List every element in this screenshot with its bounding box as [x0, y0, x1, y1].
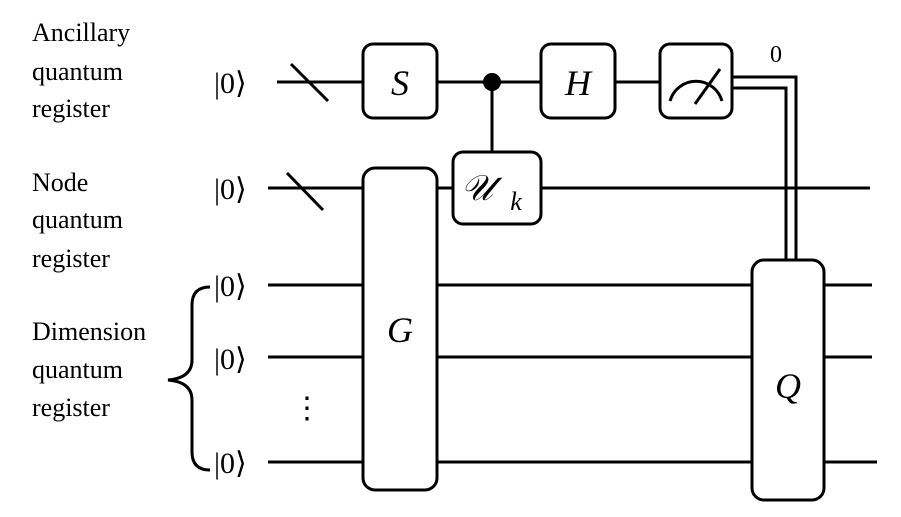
- gate-s-label: S: [391, 63, 409, 103]
- dimension-register-label-line1: Dimension: [32, 317, 146, 346]
- node-register-label-line2: quantum: [32, 205, 123, 234]
- gate-h: [539, 42, 617, 120]
- gate-u-subscript: k: [510, 187, 522, 216]
- control-dot: [483, 73, 501, 91]
- dimension-register-label-line2: quantum: [32, 355, 123, 384]
- ket-dimension-n: |0⟩: [214, 447, 247, 480]
- classical-wire-outer: [732, 75, 798, 260]
- vertical-ellipsis: ⋮: [292, 392, 322, 425]
- ket-dimension-1: |0⟩: [214, 270, 247, 303]
- dimension-register-label-line3: register: [32, 393, 110, 422]
- ancillary-register-label-line3: register: [32, 94, 110, 123]
- measurement-needle: [693, 68, 722, 105]
- classical-wire-inner: [732, 86, 788, 260]
- gate-s: [361, 42, 439, 120]
- ket-ancillary: |0⟩: [214, 67, 247, 100]
- gate-g-label: G: [387, 310, 413, 350]
- measurement-meter-icon: [668, 79, 724, 102]
- gate-g: [361, 166, 439, 492]
- node-register-label-line1: Node: [32, 168, 88, 197]
- node-register-label-line3: register: [32, 244, 110, 273]
- gate-u-k: [451, 150, 543, 226]
- ket-dimension-2: |0⟩: [214, 343, 247, 376]
- classical-output-label: 0: [770, 42, 782, 68]
- ancillary-register-label-line2: quantum: [32, 57, 123, 86]
- dimension-register-brace: [167, 285, 211, 472]
- gate-h-label: H: [564, 63, 593, 103]
- gate-q-label: Q: [775, 366, 801, 406]
- ancillary-bundle-slash: [289, 62, 330, 103]
- gate-q: [750, 258, 826, 502]
- ancillary-register-label-line1: Ancillary: [32, 18, 130, 47]
- ket-node: |0⟩: [214, 173, 247, 206]
- node-bundle-slash: [285, 171, 325, 212]
